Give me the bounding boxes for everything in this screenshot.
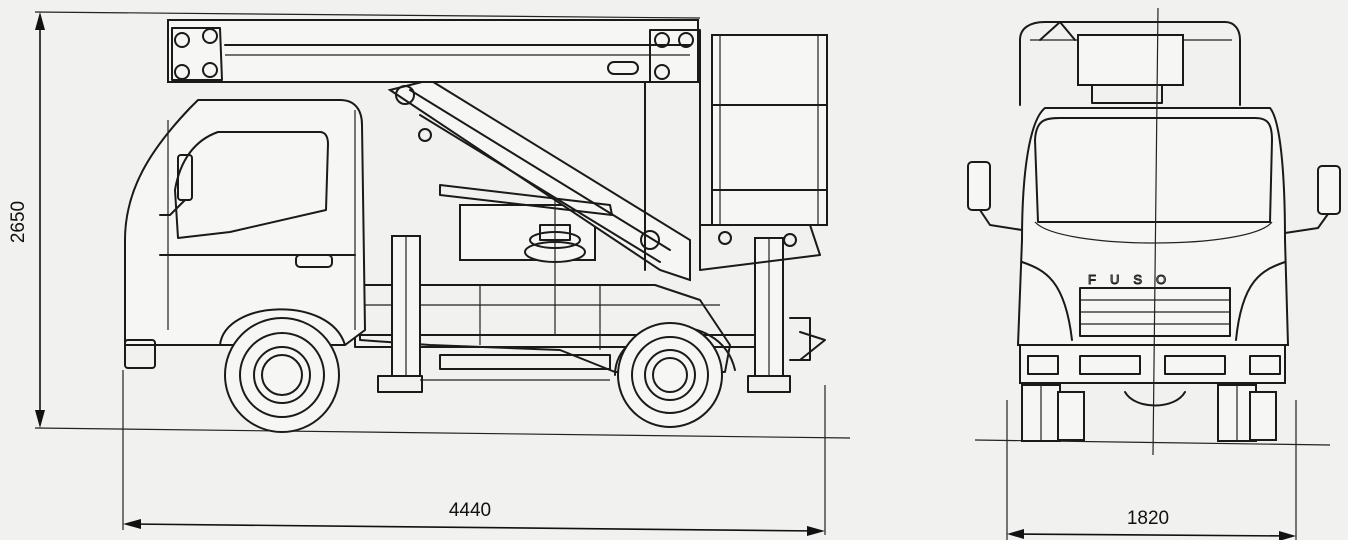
side-turret: [459, 200, 596, 335]
side-front-outrigger: [377, 235, 423, 393]
side-ground-line: [34, 427, 851, 439]
front-left-mirror: [967, 161, 1023, 231]
side-rear-outrigger: [747, 237, 826, 393]
side-basket: [699, 34, 828, 271]
front-centerline: [1152, 7, 1159, 456]
front-wheels: [1021, 384, 1277, 442]
width-dimension: [1006, 400, 1297, 540]
side-cab: [124, 99, 367, 369]
front-basket: [1019, 21, 1241, 106]
length-dimension-label: 4440: [449, 500, 491, 521]
height-dimension-label: 2650: [8, 201, 29, 243]
front-view: FUSO: [967, 7, 1341, 456]
side-rear-wheel: [614, 322, 736, 428]
side-upper-boom: [167, 19, 701, 271]
front-cab: [1016, 107, 1290, 407]
front-right-mirror: [1284, 165, 1341, 234]
side-lower-boom: [387, 78, 691, 282]
height-dimension: [35, 12, 45, 428]
width-dimension-label: 1820: [1127, 508, 1169, 529]
front-grille-logo: FUSO: [1088, 272, 1180, 287]
length-dimension: [122, 370, 826, 536]
side-top-reference-line: [34, 11, 701, 19]
side-front-wheel: [224, 317, 340, 433]
side-view: [34, 11, 851, 439]
